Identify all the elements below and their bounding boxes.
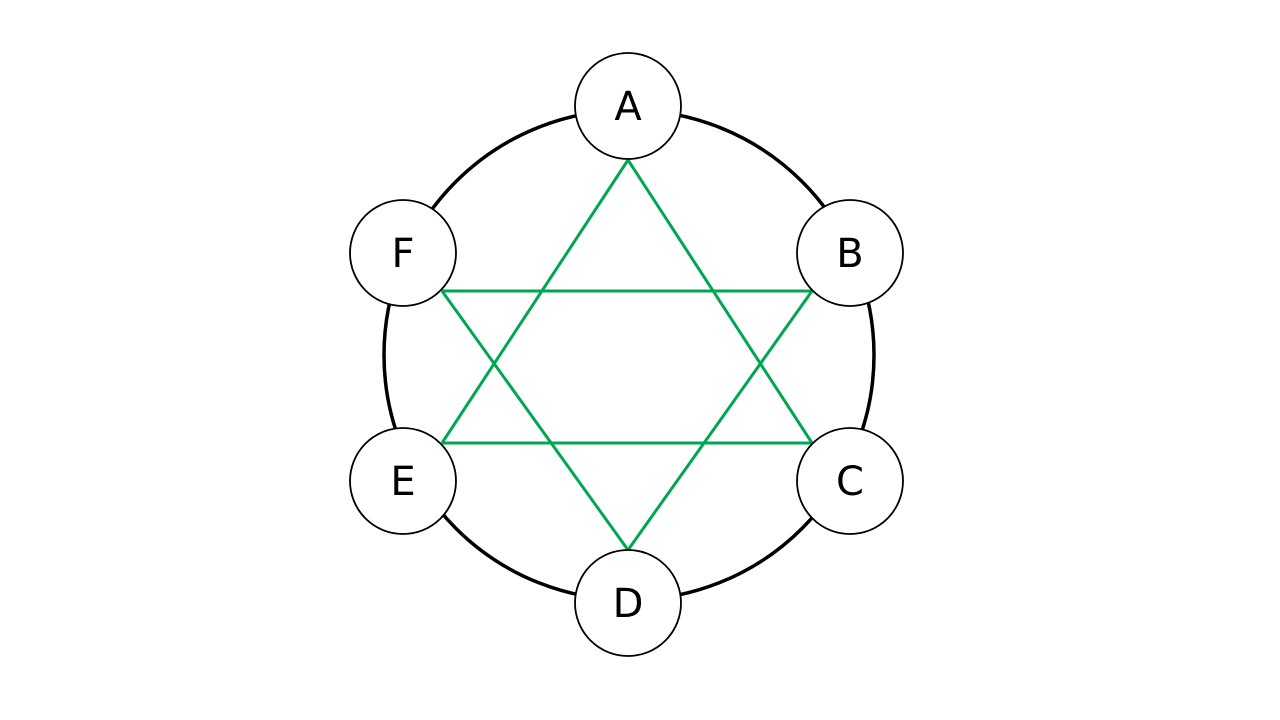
node-d: D bbox=[574, 549, 682, 657]
node-e-label: E bbox=[390, 459, 415, 505]
node-d-circle bbox=[574, 549, 682, 657]
node-e-circle bbox=[349, 427, 457, 535]
star-edge-b-d bbox=[626, 290, 814, 551]
star-edge-d-f bbox=[440, 290, 630, 551]
node-f-circle bbox=[349, 199, 457, 307]
node-d-label: D bbox=[613, 581, 644, 627]
star-of-david bbox=[440, 159, 814, 551]
node-a: A bbox=[574, 52, 682, 160]
node-e: E bbox=[349, 427, 457, 535]
node-c-circle bbox=[796, 427, 904, 535]
outer-ring bbox=[382, 108, 876, 602]
star-edge-a-c bbox=[626, 159, 814, 444]
node-a-circle bbox=[574, 52, 682, 160]
node-c-label: C bbox=[836, 459, 864, 505]
node-b: B bbox=[796, 199, 904, 307]
node-b-circle bbox=[796, 199, 904, 307]
node-a-label: A bbox=[614, 84, 642, 130]
node-f: F bbox=[349, 199, 457, 307]
node-c: C bbox=[796, 427, 904, 535]
star-edge-e-a bbox=[440, 159, 630, 444]
node-b-label: B bbox=[836, 231, 863, 277]
node-f-label: F bbox=[391, 231, 414, 277]
